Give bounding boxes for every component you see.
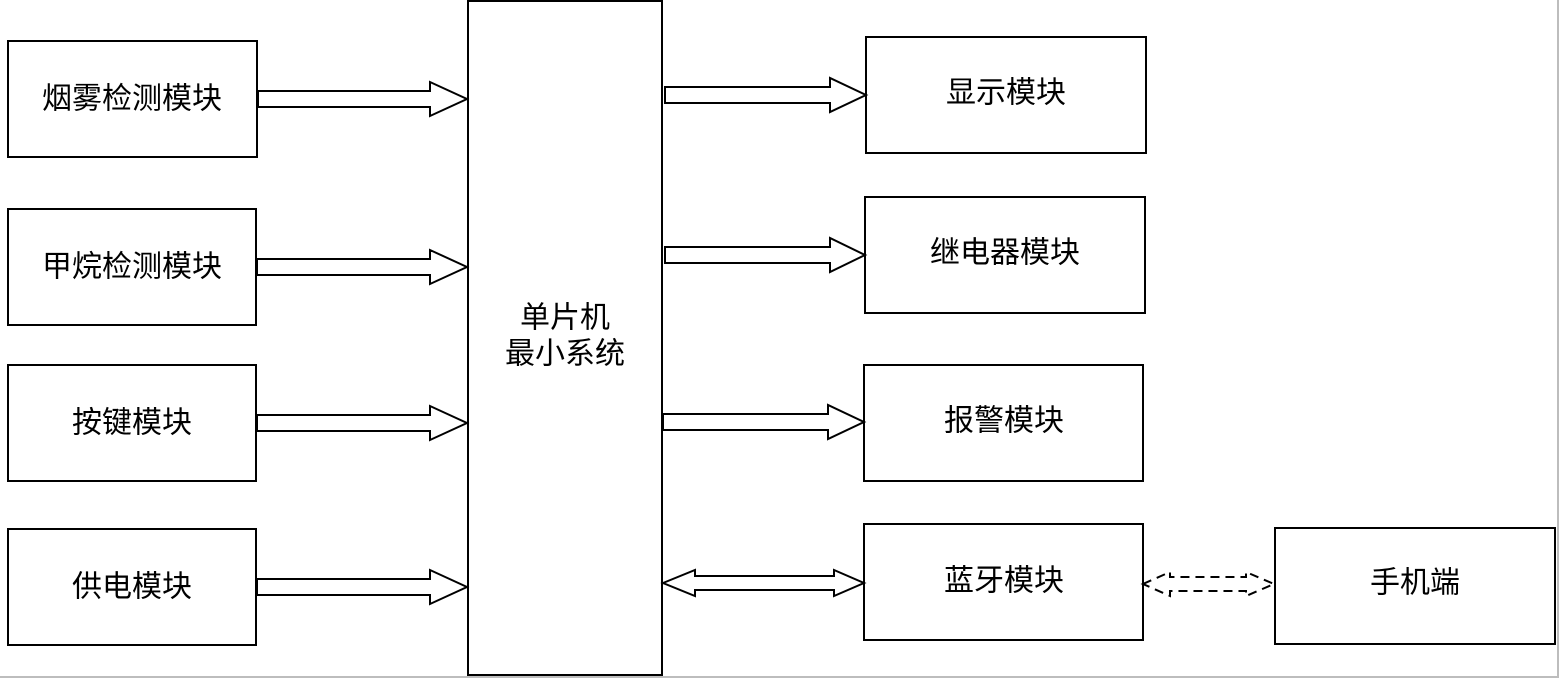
arrow-mcu-bluetooth-bidirectional bbox=[660, 568, 867, 598]
alarm-module: 报警模块 bbox=[863, 364, 1144, 482]
display-module: 显示模块 bbox=[865, 36, 1147, 154]
relay-module-label: 继电器模块 bbox=[930, 236, 1080, 271]
arrow-methane-to-mcu bbox=[256, 248, 470, 286]
arrow-smoke-to-mcu bbox=[257, 80, 470, 118]
methane-detection-module: 甲烷检测模块 bbox=[7, 208, 257, 326]
power-supply-module: 供电模块 bbox=[7, 528, 257, 646]
arrow-mcu-to-alarm bbox=[662, 403, 867, 441]
arrow-button-to-mcu bbox=[256, 404, 470, 442]
power-supply-module-label: 供电模块 bbox=[72, 570, 192, 605]
relay-module: 继电器模块 bbox=[864, 196, 1146, 314]
mcu-label-line2: 最小系统 bbox=[505, 337, 625, 372]
arrow-bluetooth-phone-wireless bbox=[1140, 570, 1277, 598]
phone-terminal-label: 手机端 bbox=[1370, 566, 1460, 601]
arrow-mcu-to-display bbox=[664, 76, 869, 114]
bluetooth-module: 蓝牙模块 bbox=[863, 523, 1144, 641]
arrow-mcu-to-relay bbox=[664, 236, 868, 274]
smoke-detection-module-label: 烟雾检测模块 bbox=[42, 82, 222, 117]
display-module-label: 显示模块 bbox=[946, 76, 1066, 111]
phone-terminal: 手机端 bbox=[1274, 527, 1556, 645]
button-module: 按键模块 bbox=[7, 364, 257, 482]
arrow-power-to-mcu bbox=[256, 568, 470, 606]
methane-detection-module-label: 甲烷检测模块 bbox=[42, 250, 222, 285]
mcu-minimum-system: 单片机 最小系统 bbox=[467, 0, 663, 676]
bluetooth-module-label: 蓝牙模块 bbox=[944, 564, 1064, 599]
alarm-module-label: 报警模块 bbox=[944, 404, 1064, 439]
button-module-label: 按键模块 bbox=[72, 406, 192, 441]
smoke-detection-module: 烟雾检测模块 bbox=[7, 40, 258, 158]
mcu-label-line1: 单片机 bbox=[520, 301, 610, 336]
